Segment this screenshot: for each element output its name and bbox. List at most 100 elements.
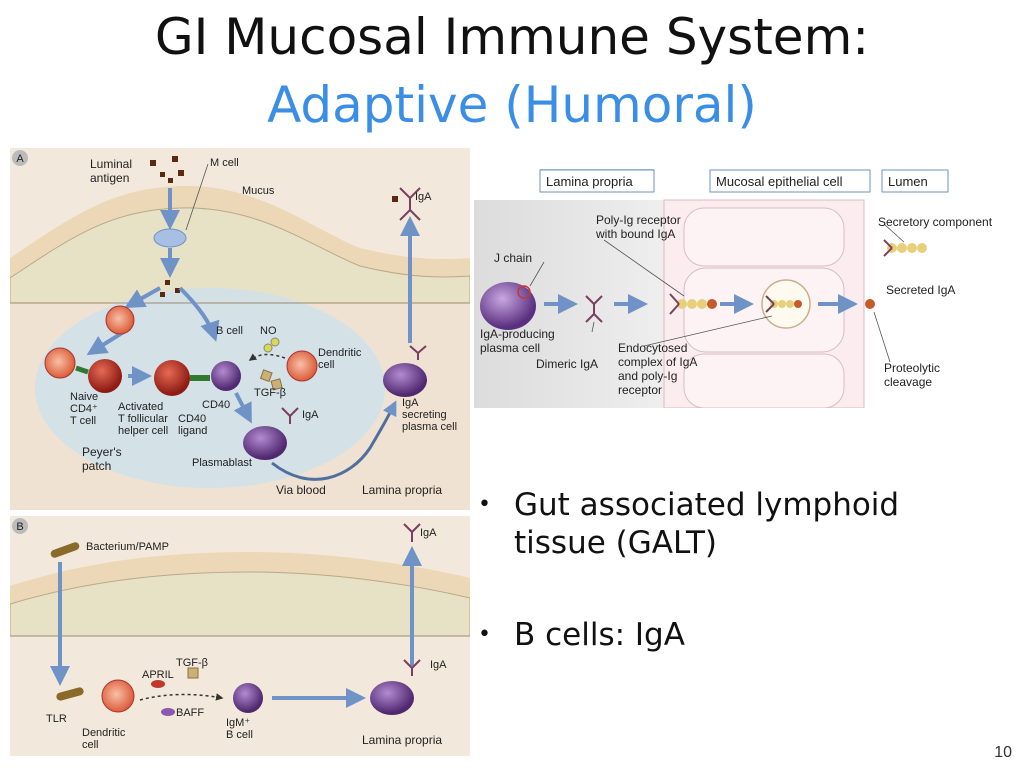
- tgf-beta-label: TGF-β: [254, 387, 286, 399]
- iga-mid-label: IgA: [302, 409, 319, 421]
- iga-mid-label-b: IgA: [430, 659, 447, 671]
- svg-text:cell: cell: [82, 739, 99, 751]
- baff-molecule: [161, 708, 175, 716]
- iga-secreting-label: IgA: [402, 397, 419, 409]
- slide-subtitle: Adaptive (Humoral): [267, 76, 757, 134]
- via-blood-arrow: [271, 400, 397, 481]
- secreted-iga-label: Secreted IgA: [886, 283, 955, 297]
- cd40-ligand-label: CD40: [178, 413, 206, 425]
- dimeric-iga-icon: [585, 295, 603, 323]
- svg-text:ligand: ligand: [178, 425, 207, 437]
- poly-ig-receptor-complex: [669, 293, 717, 315]
- bacterium-icon: [50, 542, 80, 558]
- dimeric-iga-label: Dimeric IgA: [536, 357, 598, 371]
- endocytosed-complex: [765, 295, 802, 313]
- lamina-propria-label-b: Lamina propria: [362, 733, 442, 747]
- svg-text:T cell: T cell: [70, 415, 96, 427]
- bullet-galt-line2: tissue (GALT): [514, 525, 717, 561]
- svg-text:CD4⁺: CD4⁺: [70, 403, 98, 415]
- b-cell-label: B cell: [216, 325, 243, 337]
- iga-producing-plasma-label: IgA-producing: [480, 327, 555, 341]
- igm-b-cell-label: IgM⁺: [226, 717, 250, 729]
- svg-text:plasma cell: plasma cell: [402, 421, 457, 433]
- iga-producing-plasma-cell: [480, 282, 536, 330]
- activated-t-follicular-helper-cell: [154, 360, 190, 396]
- svg-text:B cell: B cell: [226, 729, 253, 741]
- mucus-label: Mucus: [242, 185, 275, 197]
- bacterium-label: Bacterium/PAMP: [86, 541, 169, 553]
- j-chain-icon: [517, 285, 531, 299]
- panel-c-diagram: Lamina propria Mucosal epithelial cell L…: [474, 169, 1010, 408]
- panel-b-tag: B: [16, 521, 23, 533]
- lamina-propria-label-a: Lamina propria: [362, 483, 442, 497]
- panel-a-tag-bg: [12, 150, 28, 166]
- igm-b-cell: [233, 683, 263, 713]
- april-label: APRIL: [142, 669, 174, 681]
- poly-ig-receptor-label: Poly-Ig receptor: [596, 213, 681, 227]
- tgf-beta-label-b: TGF-β: [176, 657, 208, 669]
- epithelial-layer: [10, 207, 470, 304]
- svg-text:patch: patch: [82, 459, 111, 473]
- dendritic-cell-left: [44, 347, 76, 379]
- bullet-b-cells: • B cells: IgA: [478, 616, 685, 654]
- plasmablast: [243, 426, 287, 460]
- iga-antibody-plasma-icon: [409, 345, 427, 360]
- peyers-patch-region: [35, 288, 385, 488]
- m-cell-label: M cell: [210, 157, 239, 169]
- dendritic-cell-upper: [105, 305, 135, 335]
- m-cell: [153, 228, 187, 248]
- dendritic-cell-b: [101, 679, 135, 713]
- lamina-propria-header: Lamina propria: [546, 174, 633, 189]
- svg-text:cell: cell: [318, 359, 335, 371]
- no-label: NO: [260, 325, 277, 337]
- svg-text:plasma cell: plasma cell: [480, 341, 540, 355]
- lumen-header: Lumen: [888, 174, 928, 189]
- svg-text:and poly-Ig: and poly-Ig: [618, 369, 677, 383]
- luminal-antigen-label: Luminal: [90, 157, 132, 171]
- bullet-b-cells-text: B cells: IgA: [514, 617, 685, 653]
- svg-text:T follicular: T follicular: [118, 413, 168, 425]
- panel-a-tag: A: [16, 153, 24, 165]
- svg-text:with bound IgA: with bound IgA: [595, 227, 675, 241]
- iga-plasma-cell-b: [370, 681, 414, 715]
- endocytosed-complex-label: Endocytosed: [618, 341, 687, 355]
- tgf-beta-molecule: [187, 667, 199, 679]
- svg-text:helper cell: helper cell: [118, 425, 168, 437]
- page-number: 10: [994, 744, 1012, 761]
- iga-antibody-mid-icon: [281, 407, 299, 424]
- panel-a-diagram: A Luminal antigen M cell Mucus IgA B cel…: [10, 148, 470, 510]
- via-blood-label: Via blood: [276, 483, 326, 497]
- svg-text:antigen: antigen: [90, 171, 129, 185]
- svg-text:cleavage: cleavage: [884, 375, 932, 389]
- peyers-patch-label: Peyer's: [82, 445, 122, 459]
- bullet-galt: • Gut associated lymphoid tissue (GALT): [478, 486, 899, 562]
- naive-t-cell-label: Naive: [70, 391, 98, 403]
- j-chain-label: J chain: [494, 251, 532, 265]
- luminal-antigen-particles: [150, 156, 184, 297]
- tlr-label: TLR: [46, 713, 67, 725]
- bullet-dot-icon: •: [478, 492, 491, 517]
- iga-antibody-b-top-icon: [403, 523, 421, 542]
- proteolytic-cleavage-label: Proteolytic: [884, 361, 940, 375]
- iga-antibody-top-icon: [399, 187, 421, 221]
- naive-cd4-t-cell: [88, 359, 122, 393]
- dendritic-cell-label-b: Dendritic: [82, 727, 126, 739]
- baff-label: BAFF: [176, 707, 204, 719]
- dendritic-cell-right: [286, 350, 318, 382]
- bullet-galt-line1: Gut associated lymphoid: [514, 487, 900, 523]
- plasmablast-label: Plasmablast: [192, 457, 252, 469]
- svg-text:complex of IgA: complex of IgA: [618, 355, 697, 369]
- secretory-component-label: Secretory component: [878, 215, 993, 229]
- secretory-component-icon: [883, 239, 927, 257]
- april-molecule: [151, 680, 165, 688]
- svg-text:receptor: receptor: [618, 383, 662, 397]
- iga-secreting-plasma-cell: [383, 363, 427, 397]
- iga-antibody-b-mid-icon: [403, 659, 421, 676]
- iga-top-label-b: IgA: [420, 527, 437, 539]
- mucosal-epithelial-header: Mucosal epithelial cell: [716, 174, 843, 189]
- dendritic-cell-label: Dendritic: [318, 347, 362, 359]
- svg-text:secreting: secreting: [402, 409, 447, 421]
- cd40-label: CD40: [202, 399, 230, 411]
- b-cell: [211, 361, 241, 391]
- activated-t-helper-label: Activated: [118, 401, 163, 413]
